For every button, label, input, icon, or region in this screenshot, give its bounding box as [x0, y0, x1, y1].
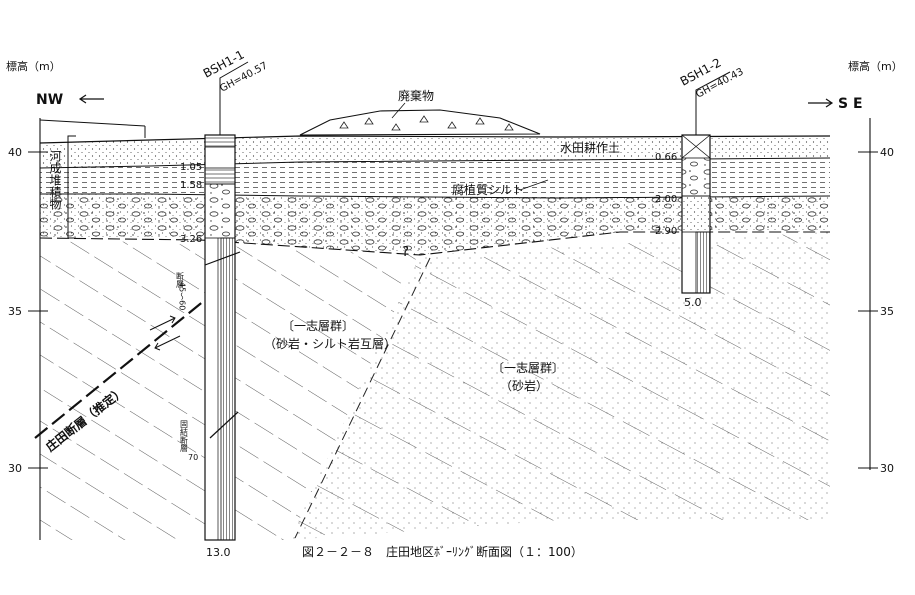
upper-boundary-left [39, 119, 146, 127]
borehole-2-silt-cell [681, 157, 711, 197]
fault-a-line [204, 251, 241, 266]
humic-silt-label: 腐植質シルト [452, 182, 524, 197]
fault-b-line [209, 411, 239, 439]
right-tick-30: 30 [880, 462, 894, 475]
waste-mound [299, 109, 541, 136]
right-tick-35: 35 [880, 305, 894, 318]
waste-symbols [339, 115, 514, 131]
surface-layers [39, 109, 831, 256]
direction-se: S E [838, 96, 863, 112]
borehole-2-depth-3: 2.90 [655, 226, 677, 237]
silt-base-line [40, 193, 831, 199]
borehole-1-depth-3: 3.26 [180, 234, 202, 245]
group-boundary [294, 257, 431, 539]
left-elevation-axis [28, 118, 48, 540]
faults [34, 251, 241, 439]
humic-silt-leader [519, 179, 549, 191]
ishi-group-a-label: 〔一志層群〕 [282, 319, 354, 333]
bedrock-layers [40, 232, 830, 540]
borehole-1-leader [219, 61, 249, 135]
borehole-1-rock-cell [220, 237, 236, 541]
borehole-1-depth-1: 1.05 [180, 162, 202, 173]
borehole-1-top-cell [204, 134, 236, 148]
fluvial-bracket [67, 135, 76, 239]
ishi-group-b-label: 〔一志層群〕 [492, 361, 564, 375]
figure-caption: 図２－２－８ 庄田地区ﾎﾞｰﾘﾝｸﾞ断面図（１：100） [302, 544, 583, 559]
paddy-soil-layer [40, 136, 830, 168]
borehole-bsh1-1 [204, 61, 249, 541]
humic-silt-layer [40, 158, 830, 198]
borehole-1-bottom: 13.0 [206, 546, 231, 559]
borehole-2-depth-1: 0.66 [655, 152, 677, 163]
paddy-soil-label: 水田耕作土 [560, 140, 620, 155]
right-axis-label: 標高（m） [848, 59, 903, 73]
right-tick-40: 40 [880, 146, 894, 159]
left-tick-35: 35 [8, 305, 22, 318]
nw-arrow-icon [78, 94, 104, 104]
ground-surface-line [39, 135, 831, 144]
left-tick-30: 30 [8, 462, 22, 475]
borehole-2-bottom: 5.0 [684, 296, 702, 309]
borehole-1-depth-2: 1.58 [180, 180, 202, 191]
right-elevation-axis [858, 118, 878, 470]
shoda-fault-line [34, 299, 206, 439]
se-arrow-icon [808, 98, 834, 108]
sandstone-zone-lines [290, 232, 830, 540]
borehole-1-silt-cell [204, 167, 236, 185]
left-axis-label: 標高（m） [6, 59, 61, 73]
borehole-2-leader [695, 71, 731, 135]
left-tick-40: 40 [8, 146, 22, 159]
ishi-group-b-desc: （砂岩） [500, 378, 548, 393]
unknown-boundary-mark: ? [402, 245, 409, 260]
fault-a-text: 断層 [176, 271, 185, 289]
fault-motion-arrow-down [154, 335, 181, 351]
borehole-1-gravel-cell [204, 183, 236, 239]
borehole-bsh1-2 [681, 71, 731, 294]
direction-nw: NW [36, 92, 63, 108]
fault-a-angle: 45～60 [178, 282, 187, 310]
ishi-group-a-desc: （砂岩・シルト岩互層） [264, 336, 396, 351]
fault-motion-arrow-up [149, 315, 176, 331]
waste-leader [391, 102, 406, 119]
borehole-2-sand-cell [681, 195, 711, 233]
sand-layer [40, 194, 830, 255]
fault-b-text: 固結断層 [180, 420, 189, 453]
borehole-2-rock-cell [695, 231, 711, 294]
borehole-2-top-cross [681, 134, 711, 159]
waste-label: 廃棄物 [398, 88, 434, 103]
paddy-base-line [39, 157, 831, 169]
borehole-2-depth-2: 2.00 [655, 194, 677, 205]
fluvial-label: 河成堆積物 [48, 150, 62, 210]
fault-b-angle: 70 [188, 453, 198, 462]
